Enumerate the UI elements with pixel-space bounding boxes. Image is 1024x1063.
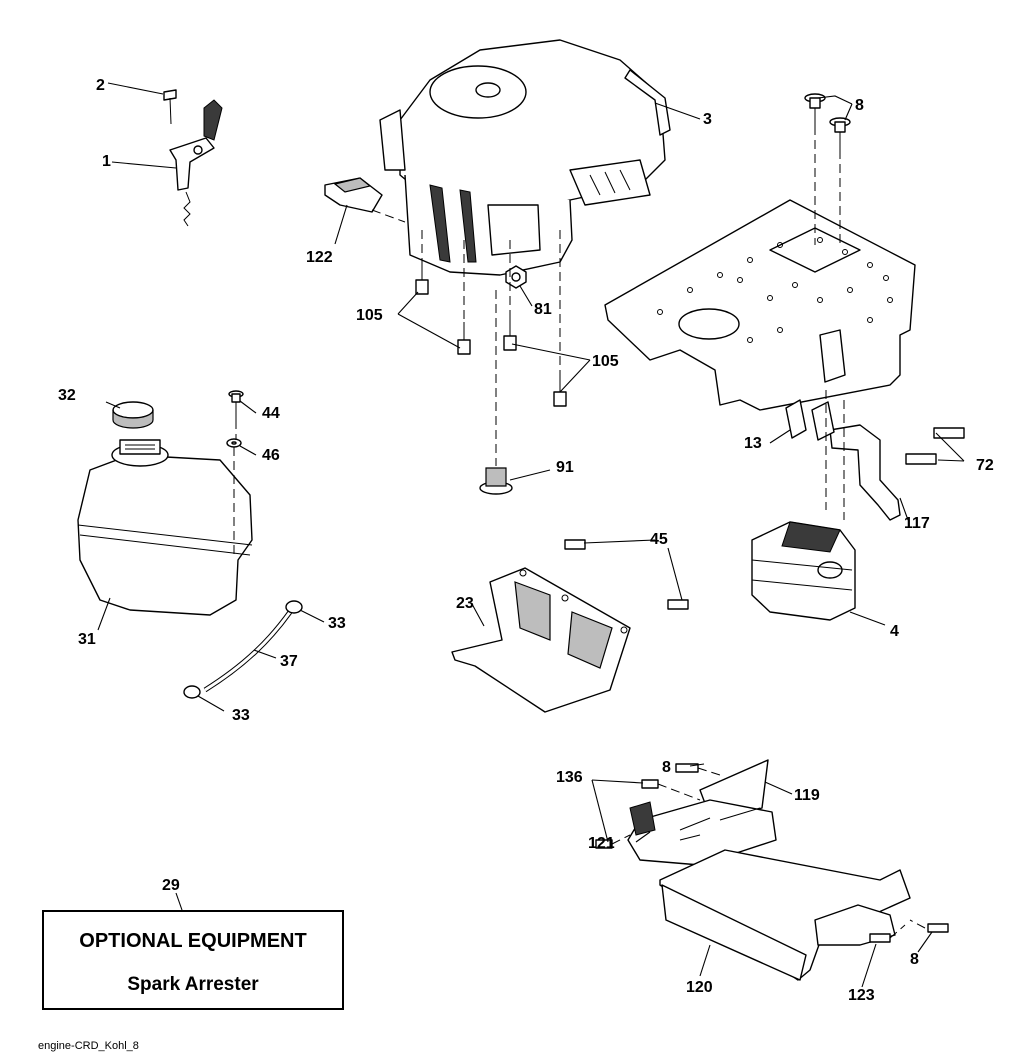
callout-4: 4 [890, 623, 899, 640]
clamp-33-upper [285, 600, 303, 614]
callout-81: 81 [534, 301, 552, 318]
screw-2 [163, 89, 177, 125]
callout-1: 1 [102, 153, 111, 170]
screw-44 [228, 390, 244, 420]
callout-33-upper: 33 [328, 615, 346, 632]
callout-13: 13 [744, 435, 762, 452]
callout-105-right: 105 [592, 353, 619, 370]
callout-8-lower: 8 [910, 951, 919, 968]
screws-45 [564, 539, 689, 610]
drawing-id: engine-CRD_Kohl_8 [38, 1040, 139, 1052]
callout-120: 120 [686, 979, 713, 996]
engine-bolts [415, 262, 567, 407]
callout-44: 44 [262, 405, 280, 422]
spark-arrester-label: Spark Arrester [127, 974, 259, 995]
optional-equipment-box: OPTIONAL EQUIPMENT Spark Arrester [42, 910, 344, 1010]
heat-shield [451, 567, 631, 713]
callout-119: 119 [794, 787, 820, 804]
muffler [751, 521, 856, 621]
fuel-cap [112, 401, 154, 429]
callout-136: 136 [556, 769, 583, 786]
clamp-33-lower [183, 685, 201, 699]
bolts-72 [905, 427, 965, 465]
callout-72: 72 [976, 457, 994, 474]
callout-33-lower: 33 [232, 707, 250, 724]
washer-46 [226, 438, 242, 448]
throttle-control [169, 99, 223, 227]
callout-3: 3 [703, 111, 712, 128]
callout-105-left: 105 [356, 307, 383, 324]
callout-29: 29 [162, 877, 180, 894]
exhaust-pipe-117 [829, 424, 901, 521]
spark-arrester-bracket [627, 759, 911, 981]
fuel-tank [77, 439, 253, 616]
optional-equipment-title: OPTIONAL EQUIPMENT [79, 930, 307, 952]
callout-121: 121 [588, 835, 615, 852]
callout-32: 32 [58, 387, 76, 404]
nut-81 [505, 265, 527, 289]
callout-2: 2 [96, 77, 105, 94]
callout-122: 122 [306, 249, 333, 266]
screws-8-top [804, 93, 851, 150]
screw-8-lower-bracket [927, 923, 949, 933]
part-122-bracket [324, 177, 383, 213]
callout-8-top: 8 [855, 97, 864, 114]
gaskets-13 [785, 399, 835, 441]
callout-23: 23 [456, 595, 474, 612]
callout-8-bracket: 8 [662, 759, 671, 776]
callout-117: 117 [904, 515, 930, 532]
leader-lines [97, 82, 965, 988]
fuel-line [203, 610, 293, 693]
callout-45: 45 [650, 531, 668, 548]
callout-123: 123 [848, 987, 875, 1004]
callout-37: 37 [280, 653, 298, 670]
callout-46: 46 [262, 447, 280, 464]
callout-91: 91 [556, 459, 574, 476]
part-91-bushing [479, 467, 513, 495]
callout-31: 31 [78, 631, 96, 648]
frame-holes [657, 237, 893, 343]
frame-plate [604, 199, 916, 411]
engine [379, 39, 671, 276]
screw-123 [869, 933, 891, 943]
